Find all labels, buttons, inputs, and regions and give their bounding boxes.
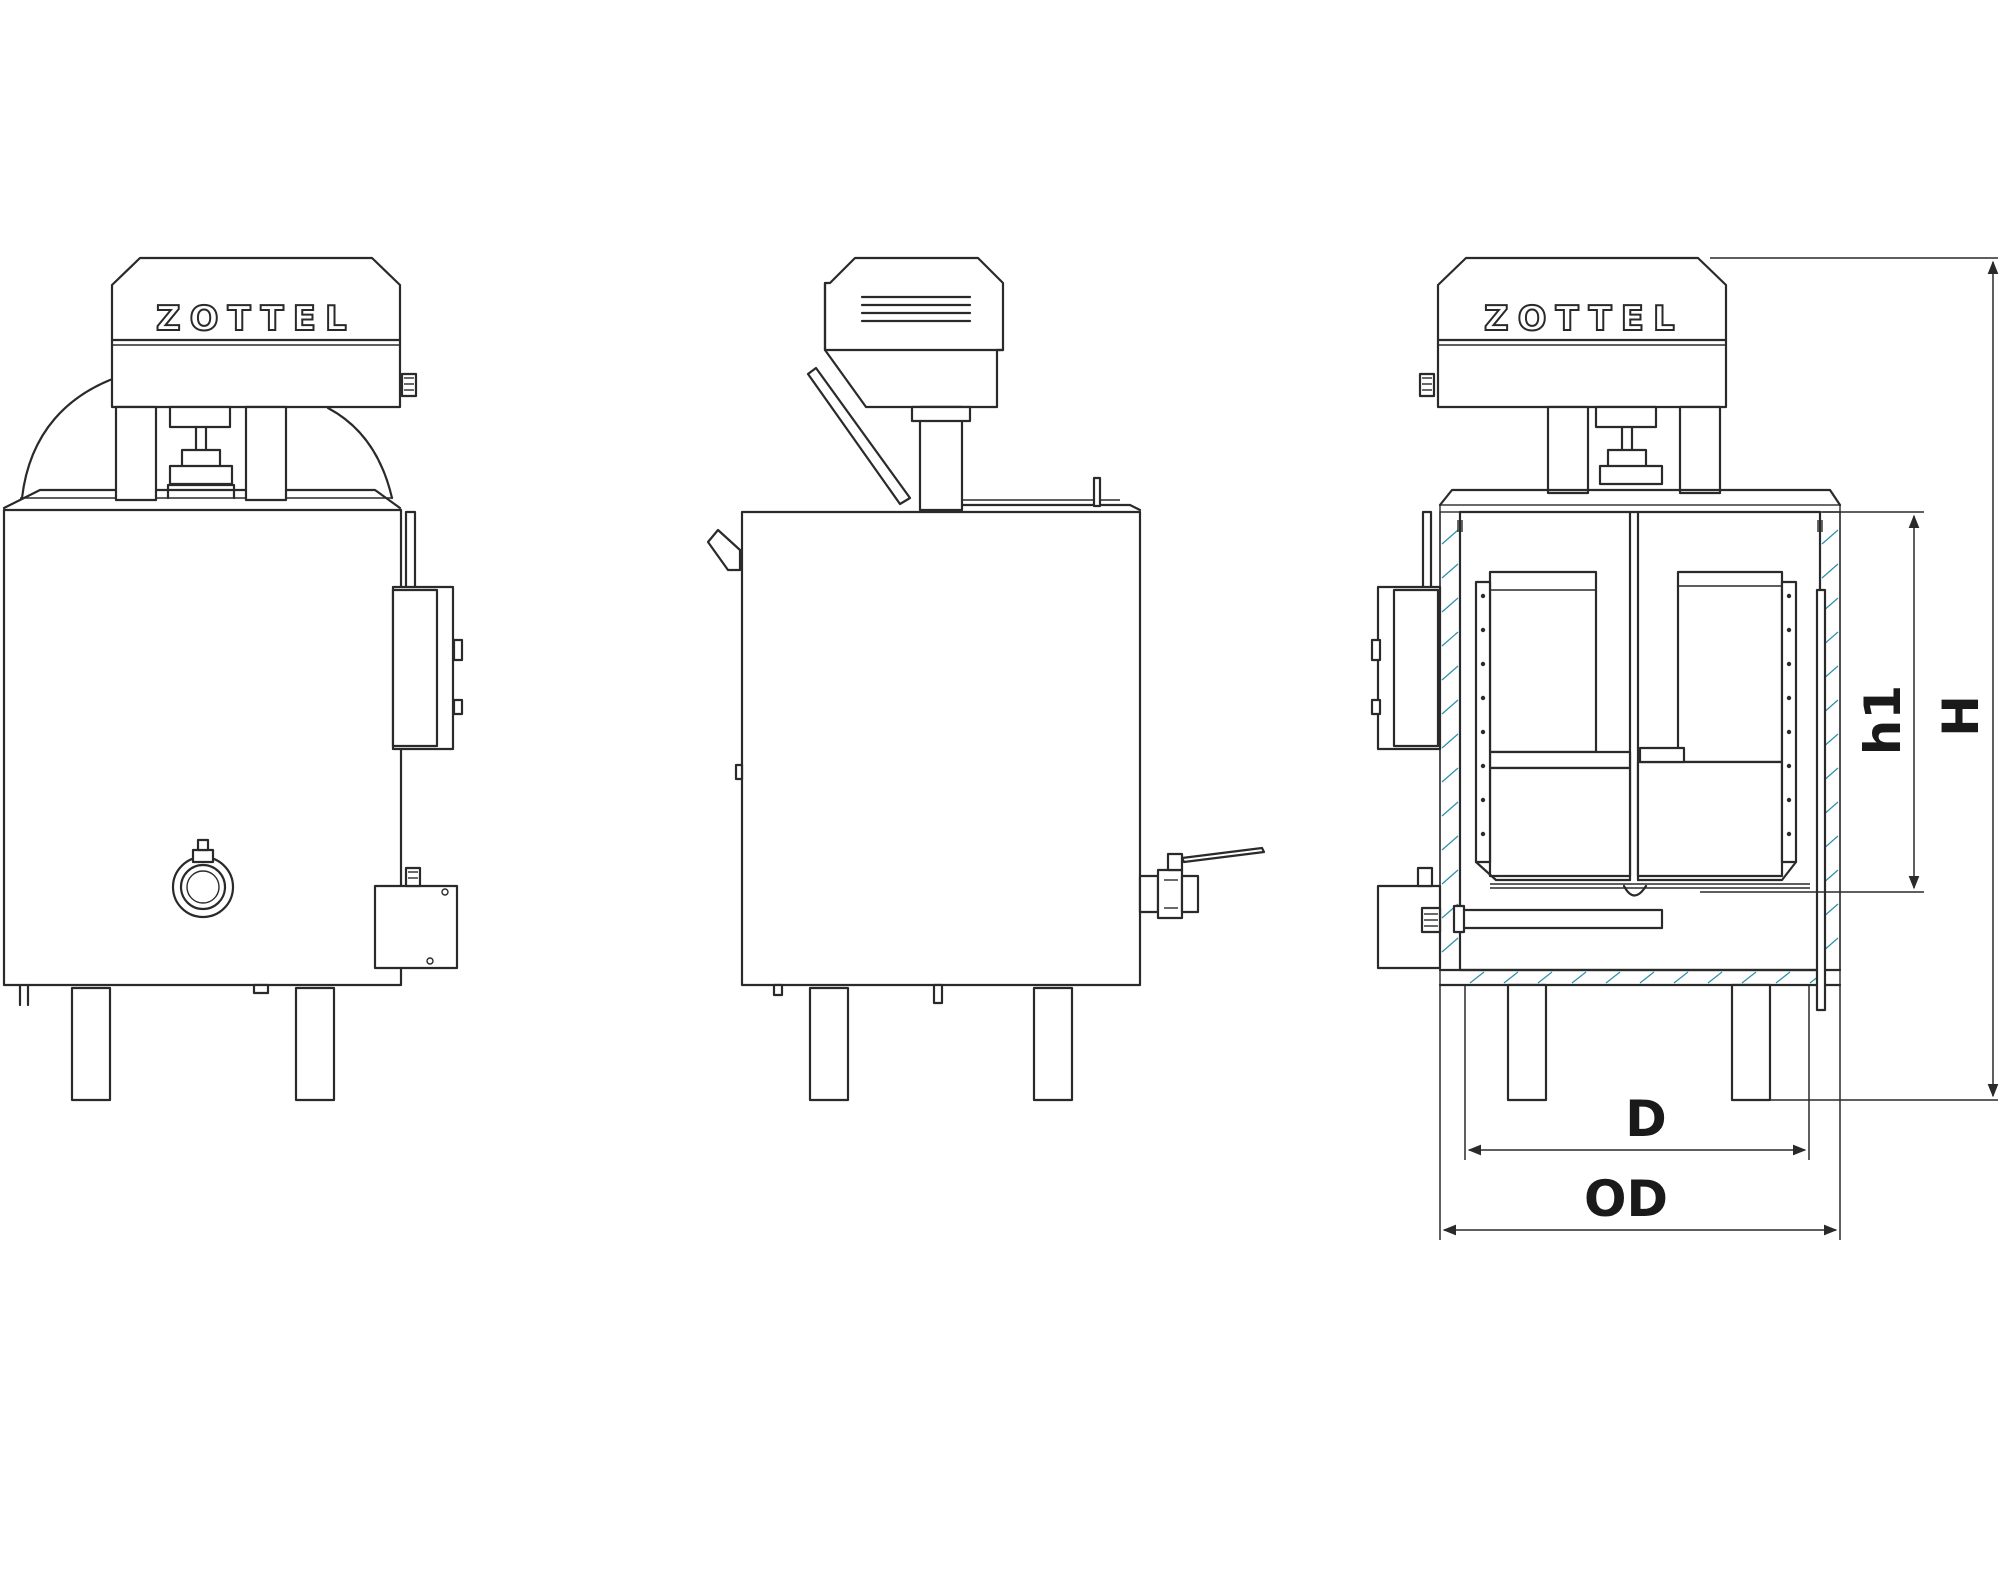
section-motor-head	[1436, 256, 1728, 409]
hatch-stroke	[1775, 971, 1791, 984]
hatch-stroke	[1441, 631, 1459, 647]
section-paddle-right	[1636, 570, 1798, 882]
hatch-stroke	[1441, 767, 1459, 783]
hatch-stroke	[1469, 971, 1485, 984]
rivet-dot	[1786, 593, 1792, 599]
dim-label-H: H	[1932, 695, 1990, 737]
front-leg-left	[70, 986, 112, 1102]
section-leg-right	[1730, 983, 1772, 1102]
front-electric-box	[373, 884, 459, 970]
section-heating-element	[1458, 908, 1664, 930]
rivet-dot	[1480, 797, 1486, 803]
hatch-stroke	[1441, 937, 1459, 953]
hatch-stroke	[1441, 733, 1459, 749]
side-open-lid	[806, 366, 912, 506]
rivet-dot	[1786, 831, 1792, 837]
side-tank-body	[740, 510, 1142, 987]
side-leg-right	[1032, 986, 1074, 1102]
front-lid-arc	[20, 376, 117, 500]
side-motor-head	[823, 256, 1005, 409]
hatch-stroke	[1821, 529, 1839, 545]
rivet-dot	[1480, 627, 1486, 633]
hatch-stroke	[1707, 971, 1723, 984]
rivet-dot	[1480, 661, 1486, 667]
hatch-stroke	[1537, 971, 1553, 984]
hatch-stroke	[1441, 665, 1459, 681]
dimension-lines	[1439, 257, 1999, 1240]
section-leg-left	[1506, 983, 1548, 1102]
section-paddle-left	[1474, 570, 1632, 882]
rivet-dot	[1480, 695, 1486, 701]
rivet-dot	[1480, 729, 1486, 735]
hatch-stroke	[1821, 563, 1839, 579]
dim-label-h1: h1	[1854, 685, 1912, 755]
rivet-dot	[1786, 627, 1792, 633]
hatch-stroke	[1441, 699, 1459, 715]
side-ball-valve	[1138, 846, 1266, 920]
hatch-stroke	[1741, 971, 1757, 984]
rivet-dot	[1480, 593, 1486, 599]
front-motor-head	[110, 256, 402, 409]
rivet-dot	[1786, 661, 1792, 667]
side-leg-left	[808, 986, 850, 1102]
rivet-dot	[1786, 695, 1792, 701]
hatch-stroke	[1441, 529, 1459, 545]
hatch-stroke	[1441, 869, 1459, 885]
hatch-stroke	[1441, 563, 1459, 579]
section-rivets	[1480, 593, 1792, 837]
front-logo: ZOTTEL	[156, 299, 356, 339]
hatch-stroke	[1441, 597, 1459, 613]
rivet-dot	[1786, 729, 1792, 735]
side-vent	[860, 295, 972, 323]
front-lid-arc-right	[326, 406, 394, 500]
hatch-stroke	[1441, 801, 1459, 817]
front-outlet	[171, 838, 235, 919]
front-lid-rim	[2, 488, 402, 510]
rivet-dot	[1480, 763, 1486, 769]
rivet-dot	[1786, 797, 1792, 803]
section-logo: ZOTTEL	[1484, 299, 1684, 339]
rivet-dot	[1786, 763, 1792, 769]
hatch-stroke	[1503, 971, 1519, 984]
hatch-stroke	[1673, 971, 1689, 984]
hatch-stroke	[1639, 971, 1655, 984]
side-view	[706, 256, 1266, 1102]
side-elbow-pipe	[706, 528, 742, 572]
dim-label-OD: OD	[1584, 1170, 1668, 1228]
rivet-dot	[1480, 831, 1486, 837]
hatch-stroke	[1571, 971, 1587, 984]
front-leg-right	[294, 986, 336, 1102]
hatch-stroke	[1441, 835, 1459, 851]
dim-label-D: D	[1625, 1090, 1667, 1148]
front-view: ZOTTEL	[2, 256, 464, 1102]
section-view: ZOTTEL	[1370, 256, 1842, 1102]
hatch-stroke	[1605, 971, 1621, 984]
